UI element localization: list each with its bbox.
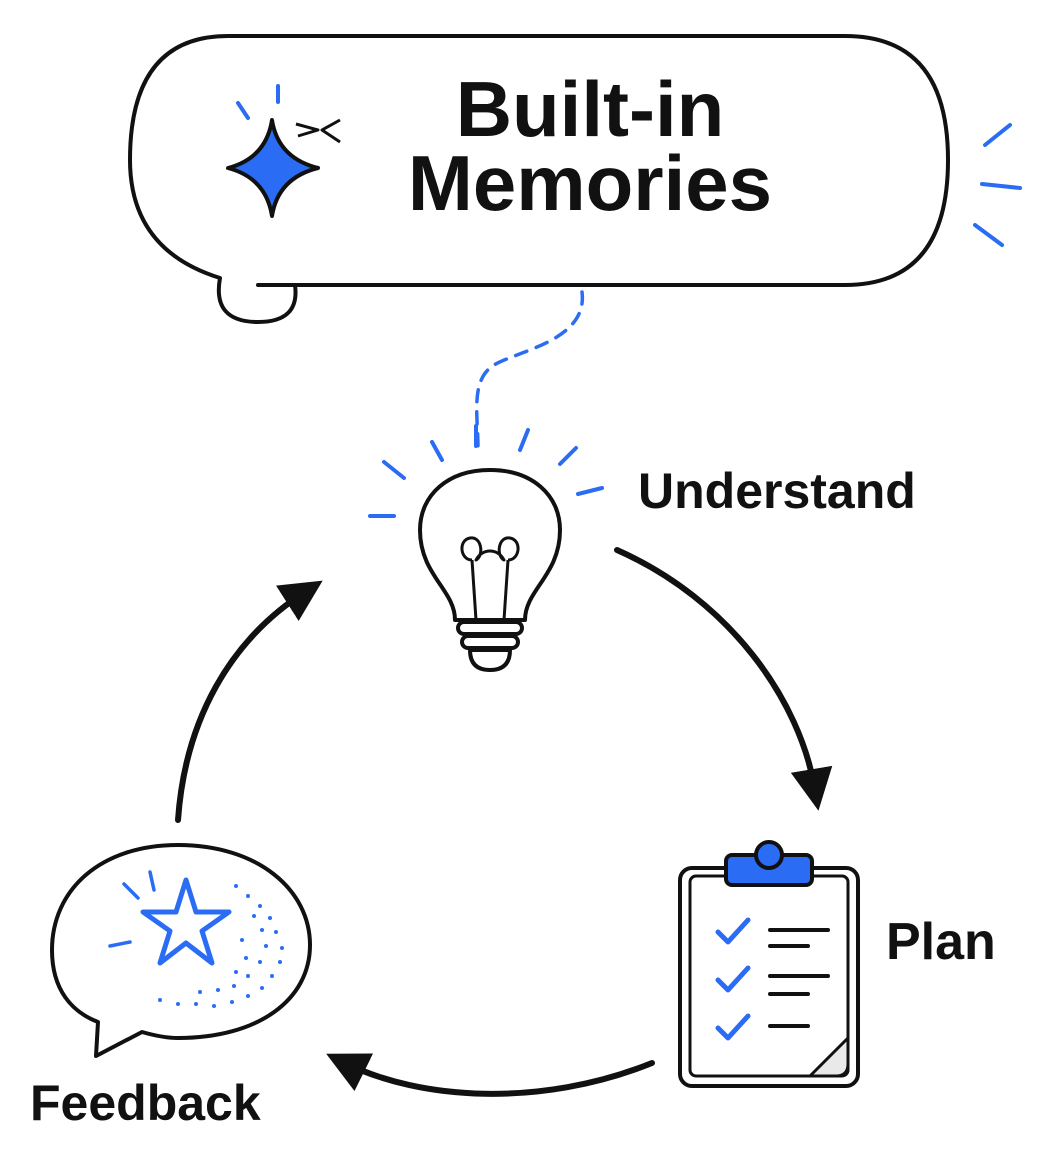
diagram-title: Built-in Memories [330,65,850,228]
title-line-1: Built-in [455,65,725,153]
dashed-connector [474,290,584,450]
label-understand: Understand [638,463,916,519]
title-line-2: Memories [407,139,773,228]
clipboard-checklist-icon [678,840,860,1088]
arrow-feedback-to-understand [175,580,323,823]
title-rays-icon [973,123,1022,247]
arrow-plan-to-feedback [326,1053,655,1097]
label-feedback: Feedback [30,1075,261,1131]
label-plan: Plan [886,913,996,971]
lightbulb-icon [368,424,604,673]
speech-bubble-star-icon [50,843,312,1058]
sparkle-star-icon [226,84,341,218]
arrow-understand-to-plan [614,547,833,811]
title-bubble [128,34,950,324]
